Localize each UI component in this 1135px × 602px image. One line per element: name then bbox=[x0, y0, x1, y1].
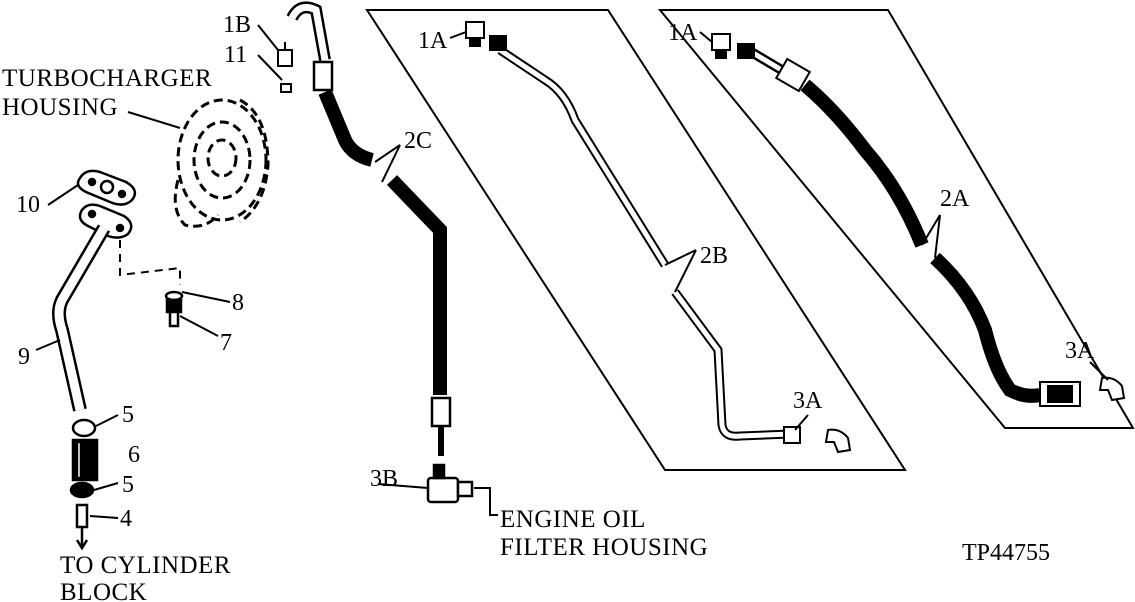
tube-2b bbox=[497, 46, 791, 441]
label-3b: 3B bbox=[370, 466, 398, 492]
right-panel-outline bbox=[657, 9, 1135, 429]
hose-2c bbox=[286, 1, 452, 456]
label-turbocharger: TURBOCHARGER bbox=[2, 65, 212, 92]
fitting-3a-mid bbox=[783, 426, 852, 454]
label-filter-housing: FILTER HOUSING bbox=[500, 534, 708, 561]
label-1a-mid: 1A bbox=[418, 28, 448, 54]
label-engine-oil: ENGINE OIL bbox=[500, 506, 646, 533]
label-2b: 2B bbox=[700, 243, 728, 269]
pipe-9 bbox=[52, 224, 111, 412]
label-8: 8 bbox=[232, 290, 244, 316]
label-3a-right: 3A bbox=[1065, 338, 1095, 364]
middle-panel-outline bbox=[365, 9, 907, 471]
hose-2a bbox=[745, 45, 1042, 403]
fitting-1a-right bbox=[711, 33, 812, 93]
label-10: 10 bbox=[16, 192, 40, 218]
label-4: 4 bbox=[120, 506, 132, 532]
turbocharger-housing bbox=[173, 98, 270, 228]
figure-id: TP44755 bbox=[962, 540, 1050, 566]
label-housing: HOUSING bbox=[2, 94, 118, 121]
label-2c: 2C bbox=[404, 128, 432, 154]
label-6: 6 bbox=[128, 442, 140, 468]
label-11: 11 bbox=[224, 42, 247, 68]
label-1b: 1B bbox=[223, 12, 251, 38]
bolt-7-washer-8 bbox=[164, 290, 184, 328]
label-2a: 2A bbox=[940, 186, 970, 212]
label-9: 9 bbox=[18, 344, 30, 370]
label-1a-right: 1A bbox=[668, 20, 698, 46]
gasket-10 bbox=[76, 169, 137, 206]
fittings-stack bbox=[69, 418, 99, 551]
engine-oil-leader bbox=[474, 487, 498, 516]
label-block: BLOCK bbox=[60, 579, 147, 602]
dashed-guide bbox=[119, 240, 181, 285]
label-5-bottom: 5 bbox=[122, 472, 134, 498]
label-to-cylinder: TO CYLINDER bbox=[60, 552, 231, 579]
fitting-3a-right bbox=[1039, 376, 1126, 407]
fitting-1b-11 bbox=[277, 42, 293, 93]
tee-fitting-3b bbox=[426, 463, 474, 504]
label-7: 7 bbox=[220, 330, 232, 356]
gasket-flange bbox=[78, 203, 133, 239]
fitting-1a-mid bbox=[465, 21, 507, 51]
leader-lines bbox=[35, 24, 1109, 519]
label-5-top: 5 bbox=[122, 402, 134, 428]
label-3a-mid: 3A bbox=[793, 388, 823, 414]
